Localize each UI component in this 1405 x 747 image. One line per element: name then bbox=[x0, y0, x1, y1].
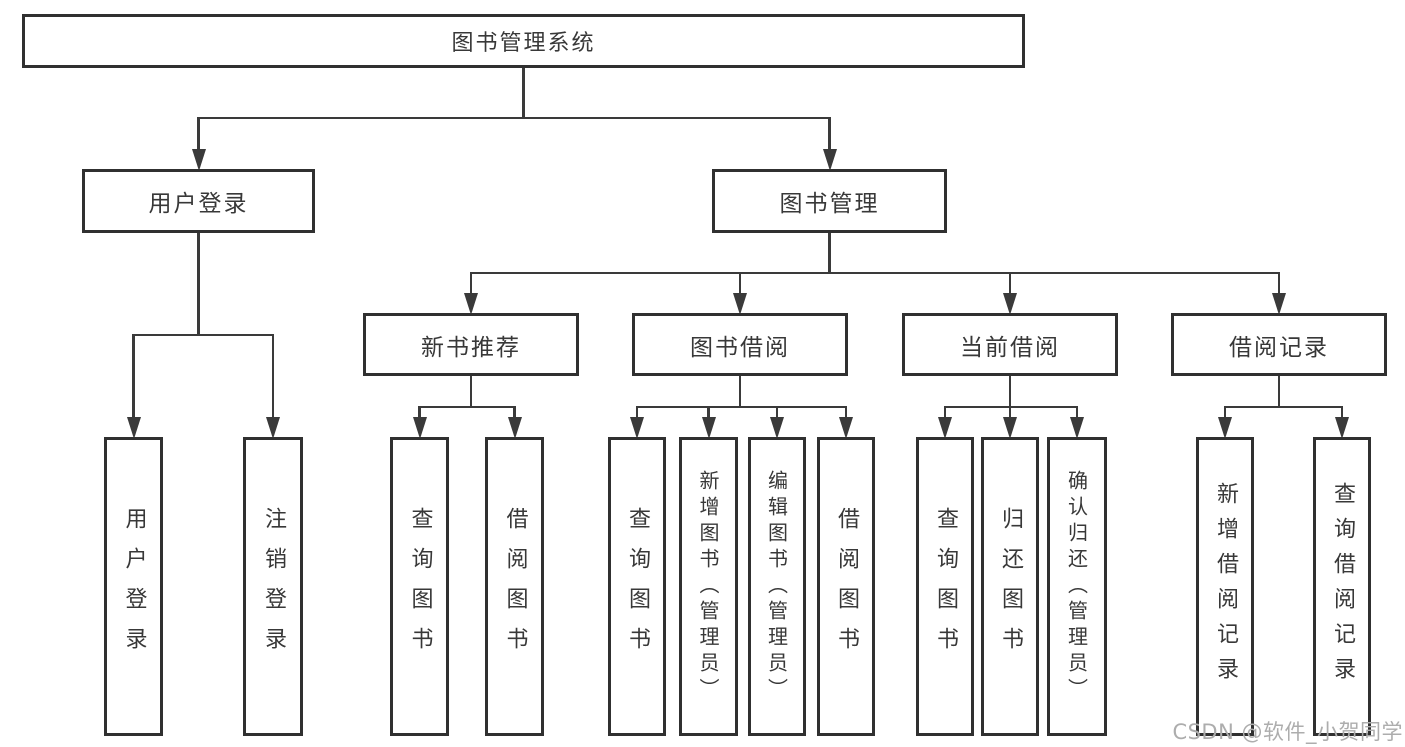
connector-hline bbox=[1223, 405, 1344, 409]
diagram-node-leaf-bb-borrow: 借阅图书 bbox=[817, 437, 875, 736]
diagram-node-leaf-bb-query: 查询图书 bbox=[608, 437, 666, 736]
node-label: 注销登录 bbox=[261, 506, 286, 667]
arrowhead-down bbox=[822, 149, 837, 171]
connector-vline bbox=[1008, 374, 1012, 407]
arrowhead-down bbox=[191, 149, 206, 171]
node-label: 新书推荐 bbox=[421, 334, 521, 361]
diagram-node-book-mgmt: 图书管理 bbox=[712, 169, 947, 233]
arrowhead-down bbox=[630, 417, 644, 439]
diagram-node-user-login: 用户登录 bbox=[82, 169, 315, 233]
node-label: 图书管理系统 bbox=[451, 31, 596, 56]
node-label: 确认归还（管理员） bbox=[1064, 469, 1089, 704]
connector-vline bbox=[469, 273, 473, 297]
arrowhead-down bbox=[733, 293, 747, 315]
arrowhead-down bbox=[507, 417, 522, 439]
diagram-node-leaf-cb-return: 归还图书 bbox=[981, 437, 1039, 736]
arrowhead-down bbox=[839, 417, 853, 439]
node-label: 用户登录 bbox=[121, 506, 147, 667]
connector-vline bbox=[271, 335, 275, 421]
arrowhead-down bbox=[1003, 293, 1017, 315]
node-label: 查询借阅记录 bbox=[1330, 481, 1355, 692]
node-label: 借阅图书 bbox=[834, 506, 859, 667]
connector-hline bbox=[132, 333, 275, 337]
arrowhead-down bbox=[464, 293, 478, 315]
arrowhead-down bbox=[701, 417, 716, 439]
diagram-node-leaf-logout: 注销登录 bbox=[243, 437, 303, 736]
connector-vline bbox=[513, 407, 516, 421]
node-label: 借阅图书 bbox=[502, 506, 528, 667]
diagram-node-leaf-cb-query: 查询图书 bbox=[916, 437, 974, 736]
connector-vline bbox=[1008, 273, 1012, 297]
node-label: 用户登录 bbox=[148, 191, 249, 217]
node-label: 查询图书 bbox=[407, 506, 433, 667]
connector-vline bbox=[738, 374, 742, 407]
connector-vline bbox=[828, 118, 831, 153]
arrowhead-down bbox=[770, 417, 784, 439]
arrowhead-down bbox=[412, 417, 427, 439]
arrowhead-down bbox=[1070, 417, 1084, 439]
connector-vline bbox=[844, 407, 848, 421]
watermark: CSDN @软件_小贺同学 bbox=[1172, 720, 1403, 744]
connector-vline bbox=[1075, 407, 1079, 421]
connector-vline bbox=[197, 118, 200, 153]
connector-vline bbox=[132, 335, 135, 421]
diagram-node-leaf-bb-edit: 编辑图书（管理员） bbox=[748, 437, 806, 736]
arrowhead-down bbox=[266, 417, 280, 439]
connector-vline bbox=[1340, 407, 1344, 421]
connector-hline bbox=[197, 116, 831, 120]
connector-vline bbox=[1277, 273, 1281, 297]
diagram-node-book-borrow: 图书借阅 bbox=[632, 313, 848, 376]
diagram-node-leaf-cb-confirm: 确认归还（管理员） bbox=[1047, 437, 1107, 736]
arrowhead-down bbox=[1003, 417, 1017, 439]
connector-vline bbox=[1277, 374, 1281, 407]
diagram-node-leaf-nbr-borrow: 借阅图书 bbox=[485, 437, 544, 736]
node-label: 当前借阅 bbox=[960, 334, 1060, 361]
diagram-node-leaf-user-login: 用户登录 bbox=[104, 437, 163, 736]
diagram-node-leaf-nbr-query: 查询图书 bbox=[390, 437, 449, 736]
diagram-node-leaf-br-query: 查询借阅记录 bbox=[1313, 437, 1371, 736]
connector-hline bbox=[635, 405, 848, 409]
node-label: 借阅记录 bbox=[1229, 334, 1329, 361]
diagram-node-borrow-records: 借阅记录 bbox=[1171, 313, 1387, 376]
node-label: 归还图书 bbox=[998, 506, 1023, 667]
node-label: 编辑图书（管理员） bbox=[764, 469, 789, 704]
node-label: 新增借阅记录 bbox=[1213, 481, 1238, 692]
node-label: 图书管理 bbox=[779, 191, 880, 217]
connector-hline bbox=[418, 405, 516, 409]
connector-vline bbox=[418, 407, 421, 421]
connector-vline bbox=[707, 407, 710, 421]
node-label: 新增图书（管理员） bbox=[696, 469, 720, 704]
arrowhead-down bbox=[1335, 417, 1349, 439]
node-label: 图书借阅 bbox=[690, 334, 790, 361]
diagram-node-new-book-rec: 新书推荐 bbox=[363, 313, 579, 376]
arrowhead-down bbox=[1272, 293, 1286, 315]
arrowhead-down bbox=[1218, 417, 1232, 439]
diagram-node-root: 图书管理系统 bbox=[22, 14, 1025, 68]
connector-hline bbox=[469, 271, 1281, 275]
arrowhead-down bbox=[126, 417, 141, 439]
connector-vline bbox=[1223, 407, 1227, 421]
connector-vline bbox=[469, 374, 473, 407]
node-label: 查询图书 bbox=[933, 506, 958, 667]
connector-vline bbox=[522, 66, 525, 118]
node-label: 查询图书 bbox=[625, 506, 650, 667]
connector-vline bbox=[197, 231, 200, 335]
arrowhead-down bbox=[938, 417, 952, 439]
connector-vline bbox=[775, 407, 779, 421]
connector-vline bbox=[1008, 407, 1012, 421]
connector-vline bbox=[738, 273, 742, 297]
connector-vline bbox=[943, 407, 947, 421]
connector-vline bbox=[635, 407, 639, 421]
diagram-node-leaf-br-add: 新增借阅记录 bbox=[1196, 437, 1254, 736]
connector-vline bbox=[828, 231, 831, 273]
diagram-node-leaf-bb-add: 新增图书（管理员） bbox=[679, 437, 738, 736]
diagram-node-current-borrow: 当前借阅 bbox=[902, 313, 1118, 376]
